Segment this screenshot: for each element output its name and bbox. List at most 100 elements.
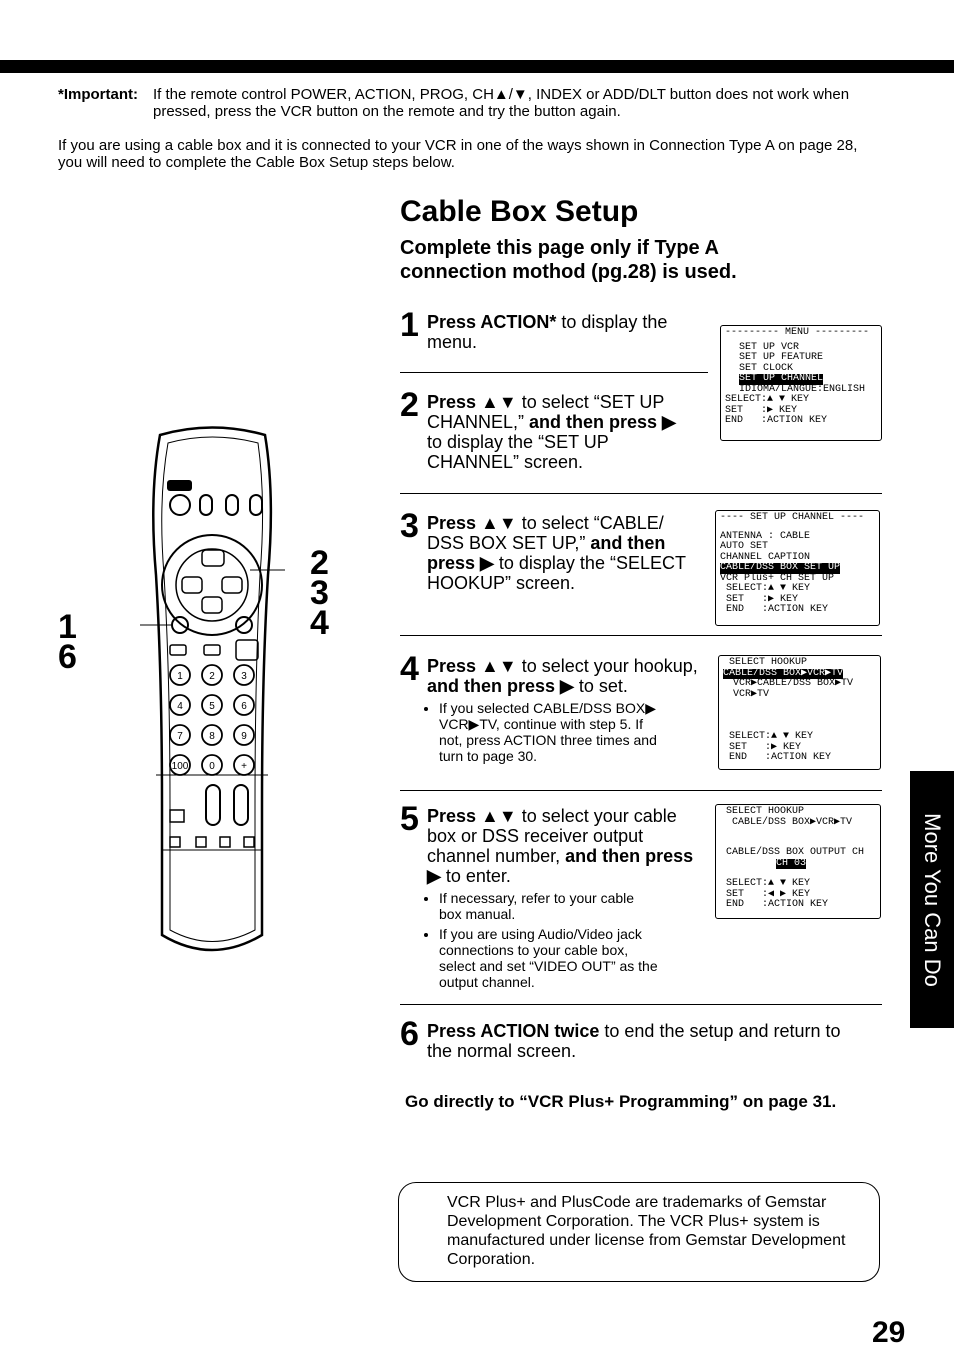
screen-line: IDIOMA/LANGUE:ENGLISH <box>739 383 866 395</box>
important-label: *Important: <box>58 86 138 103</box>
step-4: 4 Press ▲▼ to select your hookup, and th… <box>400 650 710 764</box>
remote-key-label: 8 <box>209 731 215 742</box>
screen-line: SET UP VCR <box>739 341 800 353</box>
remote-key-label: 9 <box>241 731 247 742</box>
screen-line: SET :▶ KEY <box>729 741 802 753</box>
step-note: If you are using Audio/Video jack connec… <box>439 926 659 990</box>
screen-line: AUTO SET <box>720 541 769 552</box>
screen-line: SELECT:▲ ▼ KEY <box>725 394 810 405</box>
step-text-2: to set. <box>573 676 628 696</box>
step-text: to select your hookup, <box>516 656 698 676</box>
step-text: to select your cable box or DSS receiver… <box>427 806 677 866</box>
divider <box>400 635 882 636</box>
remote-key-label: 7 <box>177 731 183 742</box>
output-channel-screen: SELECT HOOKUP CABLE/DSS BOX▶VCR▶TV CABLE… <box>715 804 881 919</box>
screen-line: SELECT:▲ ▼ KEY <box>729 731 814 742</box>
screen-line: END :ACTION KEY <box>726 604 829 615</box>
screen-highlight: SET UP CHANNEL <box>739 373 824 385</box>
step-text: to select “SET UP CHANNEL,” <box>427 392 665 432</box>
remote-key-label: 6 <box>241 701 247 712</box>
remote-key-label: 5 <box>209 701 215 712</box>
important-text: If the remote control POWER, ACTION, PRO… <box>153 86 850 120</box>
screen-line: SET :◀ ▶ KEY <box>726 888 811 900</box>
screen-line: CABLE/DSS BOX OUTPUT CH <box>726 847 865 858</box>
step-number: 2 <box>400 386 419 424</box>
remote-key-label: 3 <box>241 671 247 682</box>
step-action: Press ▲▼ <box>427 656 517 676</box>
screen-line: SELECT:▲ ▼ KEY <box>726 878 811 889</box>
remote-key-label: 4 <box>177 701 183 712</box>
step-text: to select “CABLE/ DSS BOX SET UP,” <box>427 513 664 553</box>
step-number: 6 <box>400 1015 419 1053</box>
page-subtitle: Complete this page only if Type A connec… <box>400 237 737 283</box>
remote-key-label: + <box>241 761 247 772</box>
menu-screen: --------- MENU --------- SET UP VCR SET … <box>720 325 882 441</box>
step-action: Press ACTION twice <box>427 1021 600 1041</box>
remote-key-2 <box>201 664 223 686</box>
step-action-2: and then press ▶ <box>427 676 574 696</box>
trademark-box: VCR Plus+ and PlusCode are trademarks of… <box>398 1182 880 1282</box>
step-action: Press ▲▼ <box>427 513 517 533</box>
select-hookup-screen: SELECT HOOKUP CABLE/DSS BOX▶VCR▶TV VCR▶C… <box>718 655 881 770</box>
screen-line: END :ACTION KEY <box>729 752 832 763</box>
step-note: If necessary, refer to your cable box ma… <box>439 890 659 922</box>
top-rule <box>0 60 954 73</box>
screen-line: SET :▶ KEY <box>726 593 799 605</box>
remote-key-9 <box>233 724 255 746</box>
screen-header: --------- MENU --------- <box>725 327 870 338</box>
step-action-2: and then press ▶ <box>529 412 676 432</box>
screen-line: VCR▶CABLE/DSS BOX▶TV <box>733 678 854 689</box>
divider <box>400 372 708 373</box>
step-3: 3 Press ▲▼ to select “CABLE/ DSS BOX SET… <box>400 507 690 593</box>
setup-channel-screen: ---- SET UP CHANNEL ---- ANTENNA : CABLE… <box>715 510 880 626</box>
screen-line: SELECT:▲ ▼ KEY <box>726 583 811 594</box>
screen-line: VCR▶TV <box>733 688 770 700</box>
screen-line: END :ACTION KEY <box>725 415 828 426</box>
remote-key-label: 100 <box>172 761 189 772</box>
remote-key-1 <box>169 664 191 686</box>
step-number: 4 <box>400 650 419 688</box>
step-5: 5 Press ▲▼ to select your cable box or D… <box>400 800 700 990</box>
screen-header: SELECT HOOKUP <box>729 657 808 668</box>
page-title: Cable Box Setup <box>400 195 639 228</box>
step-action: Press ACTION* <box>427 312 557 332</box>
remote-key-8 <box>201 724 223 746</box>
remote-label-left: 1 6 <box>58 608 77 676</box>
screen-line: CHANNEL CAPTION <box>720 551 811 563</box>
remote-key-7 <box>169 724 191 746</box>
step-action: Press ▲▼ <box>427 392 517 412</box>
step-text-2: to enter. <box>440 866 511 886</box>
step-text-2: to display the “SET UP CHANNEL” screen. <box>427 432 609 472</box>
divider <box>400 493 882 494</box>
remote-key-label: 0 <box>209 761 215 772</box>
step-action: Press ▲▼ <box>427 806 517 826</box>
screen-line: SET CLOCK <box>739 362 794 374</box>
screen-line: CABLE/DSS BOX▶VCR▶TV <box>732 816 853 828</box>
screen-header: ---- SET UP CHANNEL ---- <box>720 512 865 523</box>
screen-line: ANTENNA : CABLE <box>720 530 811 542</box>
screen-highlight: CABLE/DSS BOX SET UP <box>720 562 841 574</box>
step-number: 3 <box>400 507 419 545</box>
remote-key-3 <box>233 664 255 686</box>
divider <box>400 1004 882 1005</box>
step-number: 5 <box>400 800 419 838</box>
page-number: 29 <box>872 1316 906 1349</box>
intro-paragraph: If you are using a cable box and it is c… <box>58 137 858 171</box>
step-text-2: to display the “SELECT HOOKUP” screen. <box>427 553 686 593</box>
divider <box>400 790 882 791</box>
screen-highlight: CABLE/DSS BOX▶VCR▶TV <box>723 667 844 679</box>
screen-line: SET UP FEATURE <box>739 352 824 363</box>
step-text: to display the menu. <box>427 312 668 352</box>
step-action-2: and then press ▶ <box>427 846 694 886</box>
screen-line: SET :▶ KEY <box>725 404 798 416</box>
step-2: 2 Press ▲▼ to select “SET UP CHANNEL,” a… <box>400 386 690 472</box>
step-note: If you selected CABLE/DSS BOX▶ VCR▶TV, c… <box>439 700 659 764</box>
screen-line: END :ACTION KEY <box>726 899 829 910</box>
step-6: 6 Press ACTION twice to end the setup an… <box>400 1015 870 1061</box>
screen-header: SELECT HOOKUP <box>726 806 805 817</box>
section-tab-label: More You Can Do <box>920 812 945 987</box>
step-text: to end the setup and return to the norma… <box>427 1021 841 1061</box>
section-tab: More You Can Do <box>910 771 954 1028</box>
remote-key-label: 1 <box>177 671 183 682</box>
